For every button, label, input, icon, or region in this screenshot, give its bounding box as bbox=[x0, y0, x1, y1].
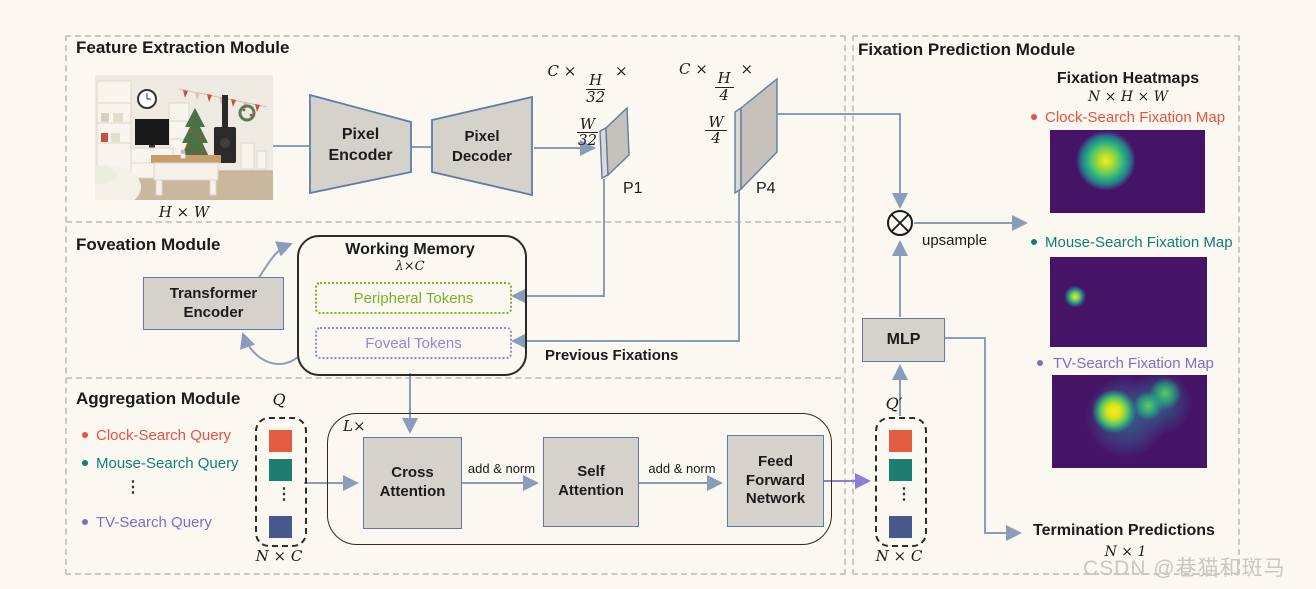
fixation-heatmaps-dim: N × H × W bbox=[1087, 89, 1169, 105]
tv-map-label: TV-Search Fixation Map bbox=[1053, 355, 1214, 372]
memory-to-encoder-curve bbox=[240, 332, 299, 365]
foveation-title: Foveation Module bbox=[76, 235, 221, 254]
input-image bbox=[73, 75, 273, 209]
working-memory-box bbox=[297, 235, 527, 376]
p1-plane bbox=[605, 106, 630, 177]
left-modules-frame bbox=[65, 35, 846, 575]
decoder-layers-box bbox=[327, 413, 832, 545]
clock-query-bullet bbox=[82, 432, 88, 438]
mlp-to-termination-arrow bbox=[944, 337, 1022, 541]
p1-to-peripheral-arrow bbox=[511, 179, 605, 304]
p1-label: P1 bbox=[623, 180, 643, 197]
mouse-fixation-heatmap bbox=[1050, 257, 1207, 347]
mlp-box: MLP bbox=[862, 318, 945, 362]
tv-map-bullet bbox=[1037, 360, 1043, 366]
mouse-query-token bbox=[269, 459, 292, 481]
foveation-aggregation-divider bbox=[66, 377, 841, 379]
foveal-tokens-box: Foveal Tokens bbox=[315, 327, 512, 359]
input-image-dim: H × W bbox=[158, 203, 210, 221]
p4-plane bbox=[740, 77, 778, 191]
tv-query-bullet bbox=[82, 519, 88, 525]
clock-query-token-out bbox=[889, 430, 912, 452]
encoder-to-memory-curve bbox=[257, 241, 293, 280]
q-prime-ellipsis: ⋮ bbox=[896, 486, 912, 503]
csdn-watermark: CSDN @巷猫和斑马 bbox=[1083, 557, 1286, 580]
fixation-prediction-title: Fixation Prediction Module bbox=[858, 40, 1076, 59]
p4-to-foveal-arrow bbox=[511, 191, 740, 349]
fixation-heatmaps-title: Fixation Heatmaps bbox=[1056, 70, 1200, 87]
q-token-stack: ⋮ bbox=[255, 417, 307, 547]
p4-to-multiply-arrow bbox=[778, 113, 908, 209]
tv-search-query: TV-Search Query bbox=[96, 514, 212, 531]
add-norm-label-2: add & norm bbox=[648, 461, 716, 476]
working-memory-dim: λ×C bbox=[395, 259, 425, 274]
self-attention-box: Self Attention bbox=[543, 437, 639, 527]
clock-search-query: Clock-Search Query bbox=[96, 427, 232, 444]
q-dim: N × C bbox=[255, 547, 303, 565]
pixel-encoder-label: Pixel Encoder bbox=[328, 126, 393, 164]
pixel-decoder-shape bbox=[431, 95, 533, 197]
aggregation-title: Aggregation Module bbox=[76, 389, 241, 408]
p4-label: P4 bbox=[756, 180, 776, 197]
q-ellipsis: ⋮ bbox=[276, 486, 292, 503]
mouse-query-token-out bbox=[889, 459, 912, 481]
pixel-decoder-label: Pixel Decoder bbox=[451, 128, 513, 165]
termination-predictions-label: Termination Predictions bbox=[1033, 522, 1215, 539]
tv-fixation-heatmap bbox=[1052, 375, 1207, 468]
peripheral-tokens-box: Peripheral Tokens bbox=[315, 282, 512, 314]
fixation-module-frame bbox=[852, 35, 1240, 575]
q-prime-dim: N × C bbox=[875, 547, 923, 565]
pixel-encoder-shape bbox=[309, 93, 412, 195]
q-label: Q bbox=[272, 390, 286, 409]
add-norm-label-1: add & norm bbox=[467, 461, 536, 476]
q-prime-label: Q′ bbox=[885, 394, 903, 413]
clock-map-bullet bbox=[1031, 114, 1037, 120]
feature-extraction-title: Feature Extraction Module bbox=[76, 38, 290, 57]
query-list-ellipsis: ⋮ bbox=[125, 479, 141, 496]
clock-query-token bbox=[269, 430, 292, 452]
clock-map-label: Clock-Search Fixation Map bbox=[1045, 109, 1226, 126]
q-prime-token-stack: ⋮ bbox=[875, 417, 927, 547]
tv-query-token bbox=[269, 516, 292, 538]
previous-fixations-label: Previous Fixations bbox=[545, 347, 679, 364]
cross-attention-box: Cross Attention bbox=[363, 437, 462, 529]
feed-forward-box: Feed Forward Network bbox=[727, 435, 824, 527]
termination-dim: N × 1 bbox=[1104, 544, 1147, 560]
loop-count-label: L× bbox=[343, 417, 366, 435]
feature-foveation-divider bbox=[66, 221, 841, 223]
mouse-map-bullet bbox=[1031, 239, 1037, 245]
mouse-query-bullet bbox=[82, 460, 88, 466]
working-memory-title: Working Memory bbox=[345, 241, 475, 258]
mouse-search-query: Mouse-Search Query bbox=[96, 455, 239, 472]
mouse-map-label: Mouse-Search Fixation Map bbox=[1045, 234, 1233, 251]
upsample-label: upsample bbox=[922, 232, 988, 249]
clock-fixation-heatmap bbox=[1050, 130, 1205, 213]
transformer-encoder-box: Transformer Encoder bbox=[143, 277, 284, 330]
tv-query-token-out bbox=[889, 516, 912, 538]
